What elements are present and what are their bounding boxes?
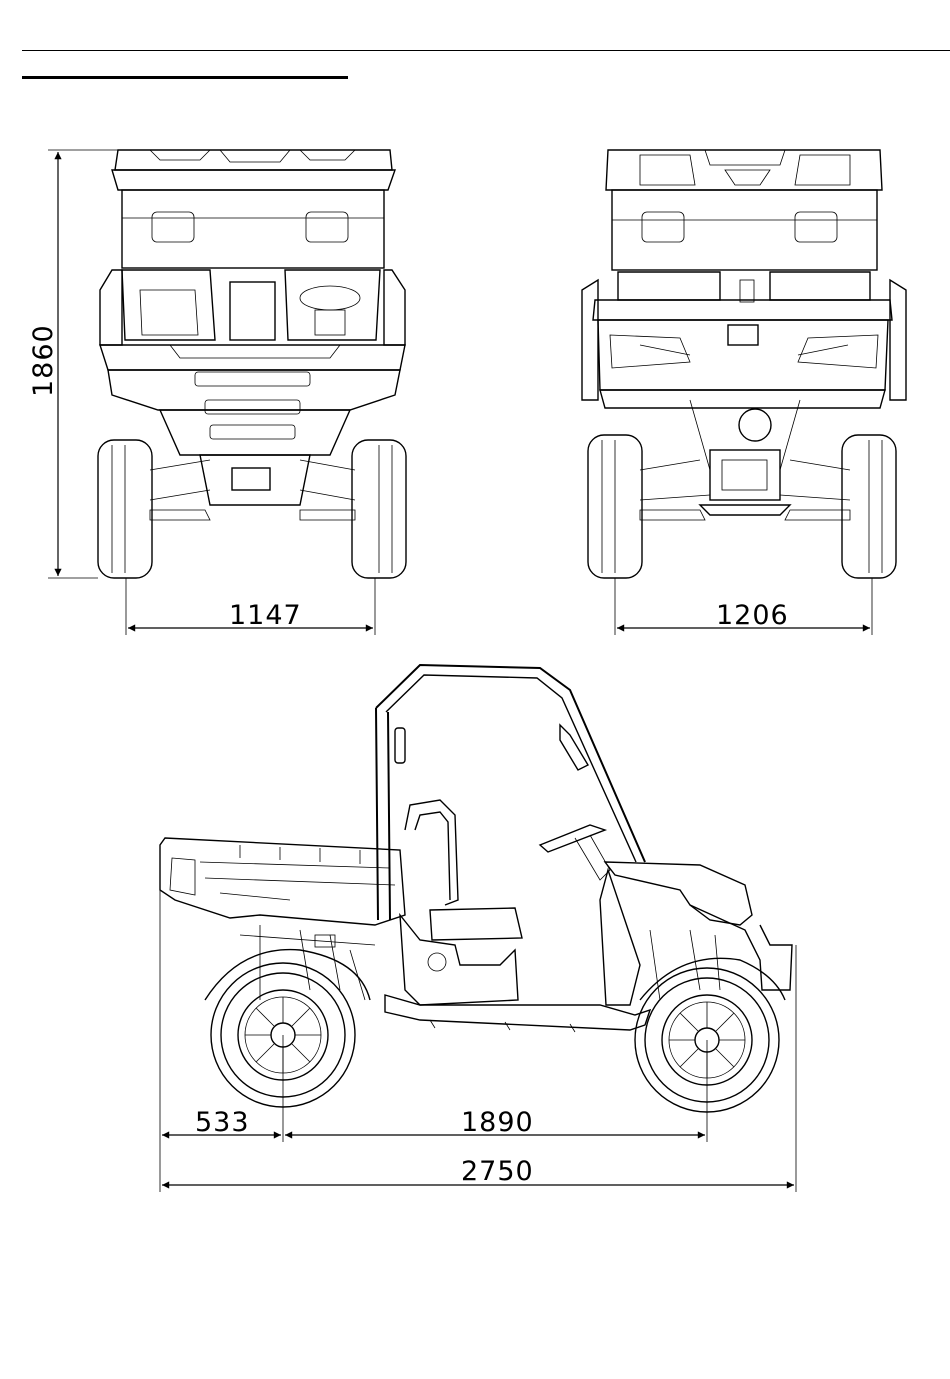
side-view bbox=[160, 665, 792, 1112]
overall-length-dimension-label: 2750 bbox=[461, 1156, 534, 1187]
wheelbase-dimension-label: 1890 bbox=[461, 1107, 534, 1138]
rear-overhang-dimension-label: 533 bbox=[195, 1107, 250, 1138]
dimension-lines bbox=[48, 150, 872, 1192]
front-view bbox=[98, 150, 406, 578]
height-dimension-label: 1860 bbox=[28, 324, 59, 397]
rear-view bbox=[582, 150, 906, 578]
rear-track-dimension-label: 1206 bbox=[716, 600, 789, 631]
front-track-dimension-label: 1147 bbox=[229, 600, 302, 631]
